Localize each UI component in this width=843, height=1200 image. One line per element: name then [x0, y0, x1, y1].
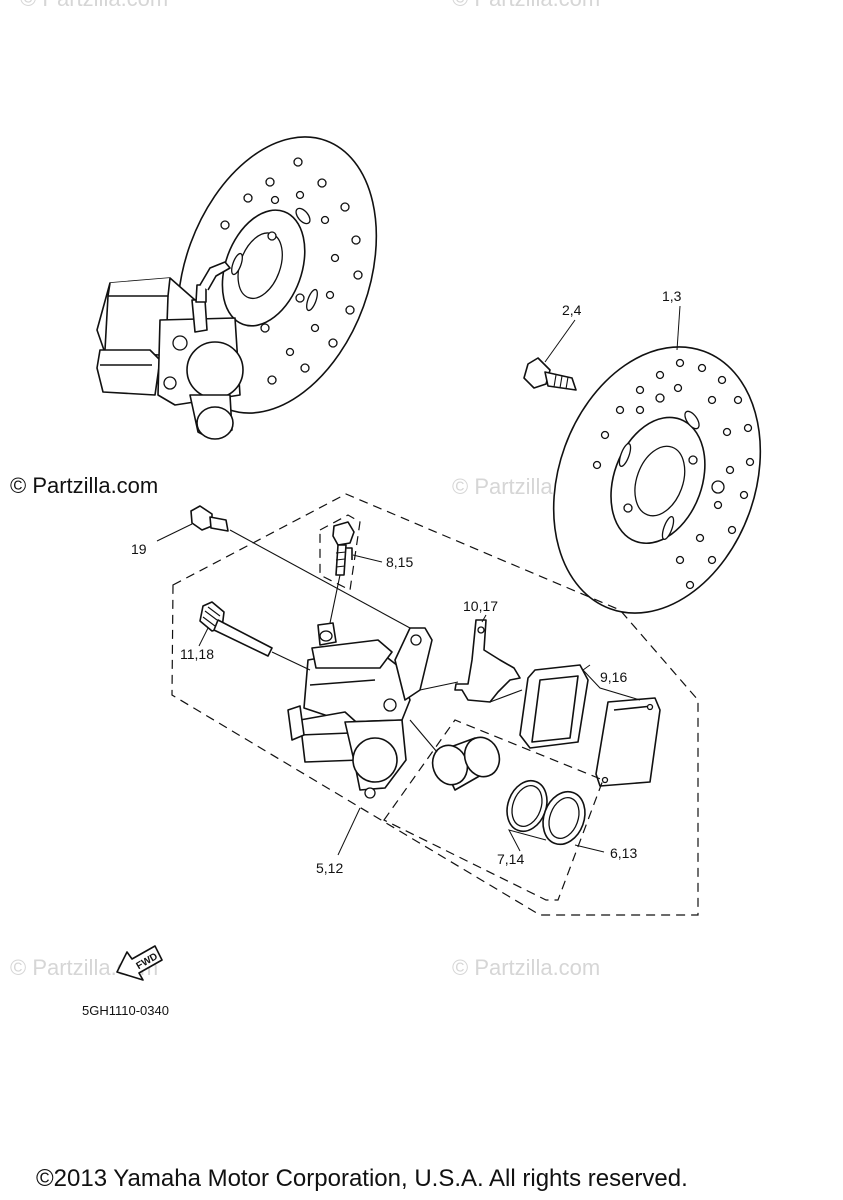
watermark-bottom-right: © Partzilla.com: [452, 955, 600, 980]
callout-19: 19: [131, 541, 147, 557]
disc-holes: [592, 358, 755, 590]
diagram-code: 5GH1110-0340: [82, 1003, 169, 1018]
callout-5-12: 5,12: [316, 860, 343, 876]
disc-holes-assembled: [220, 157, 363, 385]
partzilla-credit: © Partzilla.com: [10, 473, 158, 498]
callout-1-3: 1,3: [662, 288, 682, 304]
callout-leaders: [156, 305, 681, 856]
slide-pin-part: [199, 601, 273, 657]
piston-kit-boundary: [383, 719, 604, 901]
caliper-assembly-boundary: [171, 493, 699, 916]
alignment-lines: [229, 529, 523, 753]
watermark-top-right: © Partzilla.com: [452, 0, 600, 11]
assembled-brake-view: [96, 136, 378, 440]
callout-8-15: 8,15: [386, 554, 413, 570]
brake-pad-inner: [519, 664, 589, 749]
pad-support-part: [454, 619, 521, 703]
brake-pad-outer: [595, 697, 661, 787]
copyright-footer: ©2013 Yamaha Motor Corporation, U.S.A. A…: [36, 1165, 688, 1192]
pad-pin-part: [190, 505, 229, 532]
watermark-top-left: © Partzilla.com: [20, 0, 168, 11]
disc-bolt-part: [523, 357, 577, 391]
callout-9-16: 9,16: [600, 669, 627, 685]
callout-6-13: 6,13: [610, 845, 637, 861]
callout-2-4: 2,4: [562, 302, 582, 318]
bleed-screw-boundary: [319, 514, 361, 591]
dust-seal-part: [542, 790, 586, 846]
piston-seal-part: [506, 779, 548, 833]
callout-10-17: 10,17: [463, 598, 498, 614]
callout-7-14: 7,14: [497, 851, 524, 867]
caliper-body-part: [287, 622, 433, 799]
bleed-screw-part: [332, 521, 355, 576]
piston-part: [431, 736, 501, 791]
assembled-caliper: [96, 261, 244, 440]
brake-disc-part: [552, 346, 762, 614]
callout-11-18: 11,18: [180, 646, 214, 662]
